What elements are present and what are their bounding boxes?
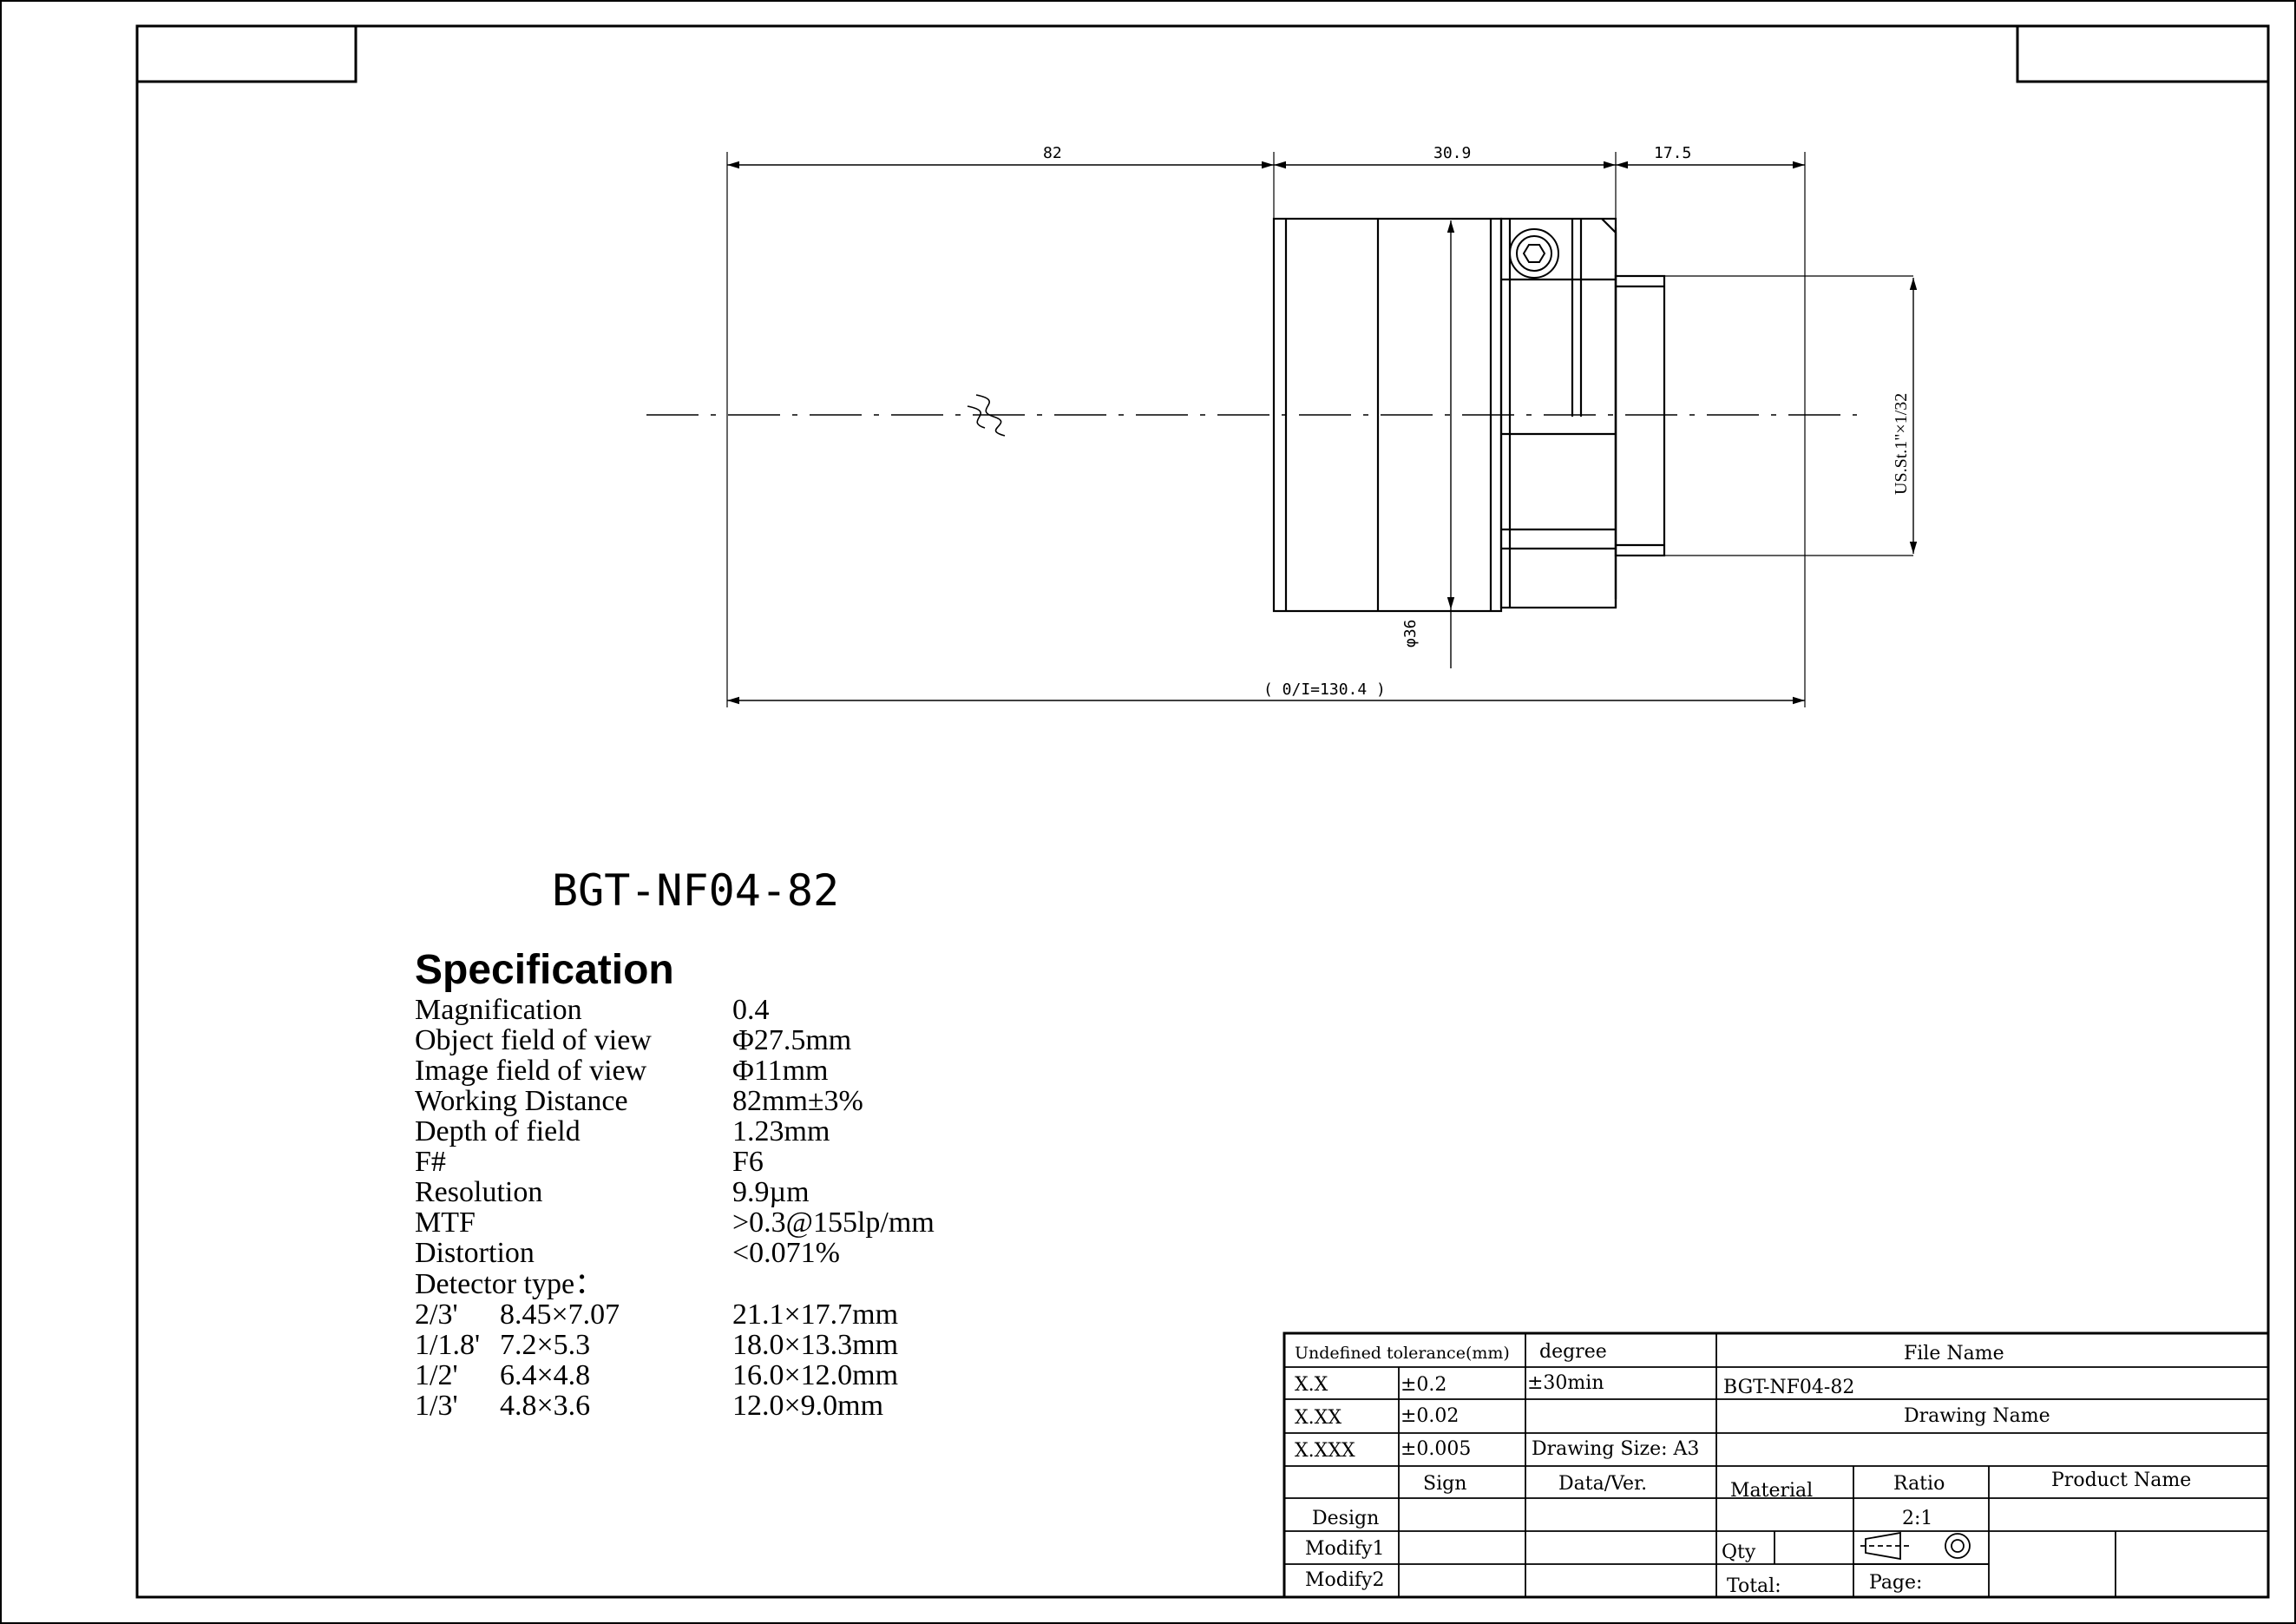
detector-heading: Detector type： [415,1269,1022,1300]
tolerance-header: Undefined tolerance(mm) [1295,1344,1510,1363]
spec-value: 9.9µm [732,1176,810,1208]
detector-size: 7.2×5.3 [500,1329,591,1361]
lens-body [1272,217,1503,613]
detector-row: 2/3' 8.45×7.07 21.1×17.7mm [415,1299,1022,1331]
total-label: Total: [1727,1575,1781,1597]
dim-body-length: 30.9 [1433,144,1472,162]
spec-row: Working Distance 82mm±3% [415,1086,1022,1117]
spec-row: Object field of view Φ27.5mm [415,1025,1022,1056]
detector-heading-label: Detector type： [415,1268,605,1300]
sign-label: Sign [1423,1473,1467,1495]
detector-field: 18.0×13.3mm [732,1329,899,1361]
tol-xxx-label: X.XXX [1295,1440,1355,1462]
spec-value: >0.3@155lp/mm [732,1206,935,1239]
spec-label: Image field of view [415,1055,647,1087]
degree-header: degree [1539,1341,1607,1363]
spec-row: Image field of view Φ11mm [415,1055,1022,1087]
material-label: Material [1730,1480,1814,1502]
spec-label: Working Distance [415,1085,628,1117]
detector-size: 8.45×7.07 [500,1299,620,1331]
spec-row: Depth of field 1.23mm [415,1116,1022,1147]
detector-format: 1/3' [415,1390,458,1422]
ratio-label: Ratio [1893,1473,1945,1495]
spec-label: Object field of view [415,1024,652,1056]
modify2-label: Modify2 [1305,1569,1385,1591]
design-label: Design [1312,1508,1380,1529]
detector-field: 21.1×17.7mm [732,1299,899,1331]
spec-label: Distortion [415,1237,535,1269]
file-name-label: File Name [1904,1343,2004,1364]
tol-x-label: X.X [1295,1374,1328,1396]
part-number-title: BGT-NF04-82 [552,865,840,916]
page-label: Page: [1869,1572,1923,1594]
spec-label: F# [415,1146,446,1178]
spec-row: Distortion <0.071% [415,1238,1022,1269]
detector-field: 12.0×9.0mm [732,1390,884,1422]
tol-x-value: ±0.2 [1401,1374,1447,1396]
drawing-name-label: Drawing Name [1904,1405,2050,1427]
qty-label: Qty [1722,1542,1756,1563]
tol-xx-value: ±0.02 [1401,1405,1460,1427]
detector-size: 6.4×4.8 [500,1359,591,1391]
detector-field: 16.0×12.0mm [732,1359,899,1391]
tol-xx-label: X.XX [1295,1407,1342,1429]
tol-xxx-value: ±0.005 [1401,1438,1472,1460]
detector-size: 4.8×3.6 [500,1390,591,1422]
spec-value: Φ27.5mm [732,1024,852,1056]
spec-label: Resolution [415,1176,543,1208]
modify1-label: Modify1 [1305,1538,1385,1560]
spec-value: F6 [732,1146,764,1178]
detector-format: 1/1.8' [415,1329,481,1361]
spec-value: 1.23mm [732,1115,830,1147]
detector-format: 2/3' [415,1299,458,1331]
spec-value: 0.4 [732,994,770,1026]
spec-row: Resolution 9.9µm [415,1177,1022,1208]
spec-heading: Specification [415,947,674,993]
product-name-label: Product Name [2051,1469,2192,1491]
spec-value: <0.071% [732,1237,840,1269]
hex-screw-icon [1509,228,1559,279]
dimension-lines [727,161,1918,705]
c-mount-thread [1614,274,1913,557]
spec-row: F# F6 [415,1147,1022,1178]
file-name-value: BGT-NF04-82 [1723,1377,1855,1398]
spec-label: Magnification [415,994,582,1026]
detector-row: 1/3' 4.8×3.6 12.0×9.0mm [415,1391,1022,1422]
dim-working-distance: 82 [1043,144,1062,162]
dim-total-length: ( 0/I=130.4 ) [1263,681,1386,699]
projection-symbol-icon [1860,1531,1971,1561]
spec-row: MTF >0.3@155lp/mm [415,1207,1022,1239]
detector-format: 1/2' [415,1359,458,1391]
spec-label: Depth of field [415,1115,581,1147]
spec-table: Magnification 0.4 Object field of view Φ27… [415,995,1022,1429]
spec-value: 82mm±3% [732,1085,863,1117]
detector-row: 1/1.8' 7.2×5.3 18.0×13.3mm [415,1330,1022,1361]
detector-row: 1/2' 6.4×4.8 16.0×12.0mm [415,1360,1022,1391]
dim-mount-length: 17.5 [1654,144,1692,162]
data-ver-label: Data/Ver. [1558,1473,1648,1495]
spec-label: MTF [415,1206,476,1239]
break-mark [967,394,1006,437]
spec-value: Φ11mm [732,1055,829,1087]
degree-value: ±30min [1527,1372,1604,1394]
spec-row: Magnification 0.4 [415,995,1022,1026]
ratio-value: 2:1 [1902,1508,1933,1529]
drawing-size: Drawing Size: A3 [1532,1438,1700,1460]
